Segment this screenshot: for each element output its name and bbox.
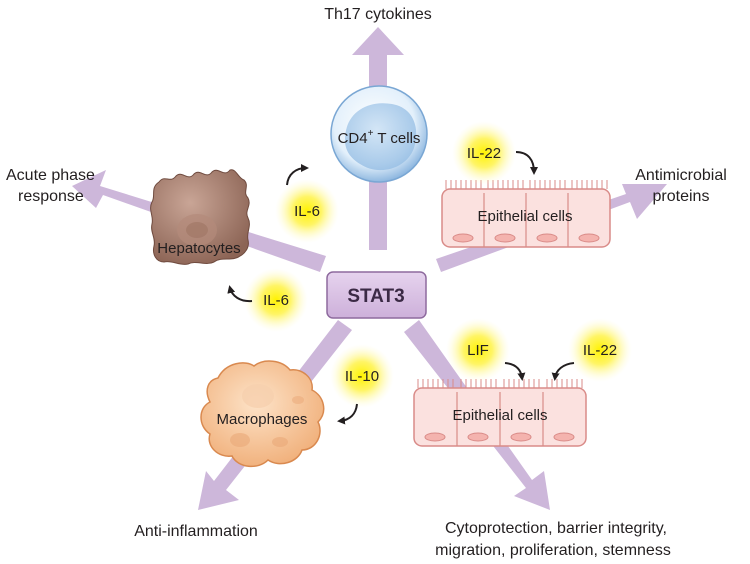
output-th17-cytokines: Th17 cytokines [324, 6, 432, 23]
stat3-label: STAT3 [347, 286, 404, 307]
epithelial-cells-bottom: Epithelial cells [413, 379, 587, 447]
epithelial-cells-top: Epithelial cells [441, 180, 611, 248]
output-antimicrobial-line1: Antimicrobial [635, 167, 727, 184]
epithelial-top-label: Epithelial cells [477, 208, 572, 225]
macrophages-label: Macrophages [217, 411, 308, 428]
cd4-t-cell-label: CD4+ T cells [338, 128, 421, 147]
svg-text:IL-6: IL-6 [263, 292, 289, 309]
svg-text:LIF: LIF [467, 342, 489, 359]
svg-text:IL-22: IL-22 [467, 145, 501, 162]
cytokine-il6-tcell: IL-6 [275, 179, 339, 243]
output-anti-inflammation: Anti-inflammation [134, 523, 258, 540]
cytokine-il6-hepatocyte: IL-6 [244, 268, 308, 332]
arrow-il22-to-epithelial-bottom [551, 362, 575, 381]
arrow-il6-to-tcell [286, 164, 309, 186]
svg-text:IL-6: IL-6 [294, 203, 320, 220]
output-antimicrobial-line2: proteins [653, 188, 710, 205]
hepatocyte-cell: Hepatocytes [150, 169, 250, 265]
microvilli-bottom [417, 379, 583, 388]
arrow-il10-to-macrophage [337, 403, 358, 425]
cd4-t-cell: CD4+ T cells [330, 85, 428, 183]
svg-text:IL-10: IL-10 [345, 368, 379, 385]
nuclei-bottom [424, 432, 575, 442]
output-cytoprotection-line2: migration, proliferation, stemness [435, 542, 671, 559]
epithelial-bottom-label: Epithelial cells [452, 407, 547, 424]
nuclei-top [452, 233, 600, 243]
cytokine-il22-top: IL-22 [452, 121, 516, 185]
output-cytoprotection-line1: Cytoprotection, barrier integrity, [445, 520, 667, 537]
signal-arrows [227, 151, 575, 425]
output-acute-phase-line1: Acute phase [6, 167, 95, 184]
arrow-il6-to-hepatocyte [227, 285, 253, 303]
output-acute-phase-line2: response [18, 188, 84, 205]
cytokine-il22-bottom: IL-22 [568, 318, 632, 382]
macrophage-cell: Macrophages [200, 360, 325, 468]
cytokine-lif: LIF [446, 318, 510, 382]
arrow-lif-to-epithelial [504, 362, 526, 381]
arrow-il22-to-epithelial [515, 151, 538, 175]
hepatocytes-label: Hepatocytes [157, 240, 240, 257]
stat3-node: STAT3 [326, 271, 427, 319]
svg-text:IL-22: IL-22 [583, 342, 617, 359]
cytokine-il10: IL-10 [330, 344, 394, 408]
